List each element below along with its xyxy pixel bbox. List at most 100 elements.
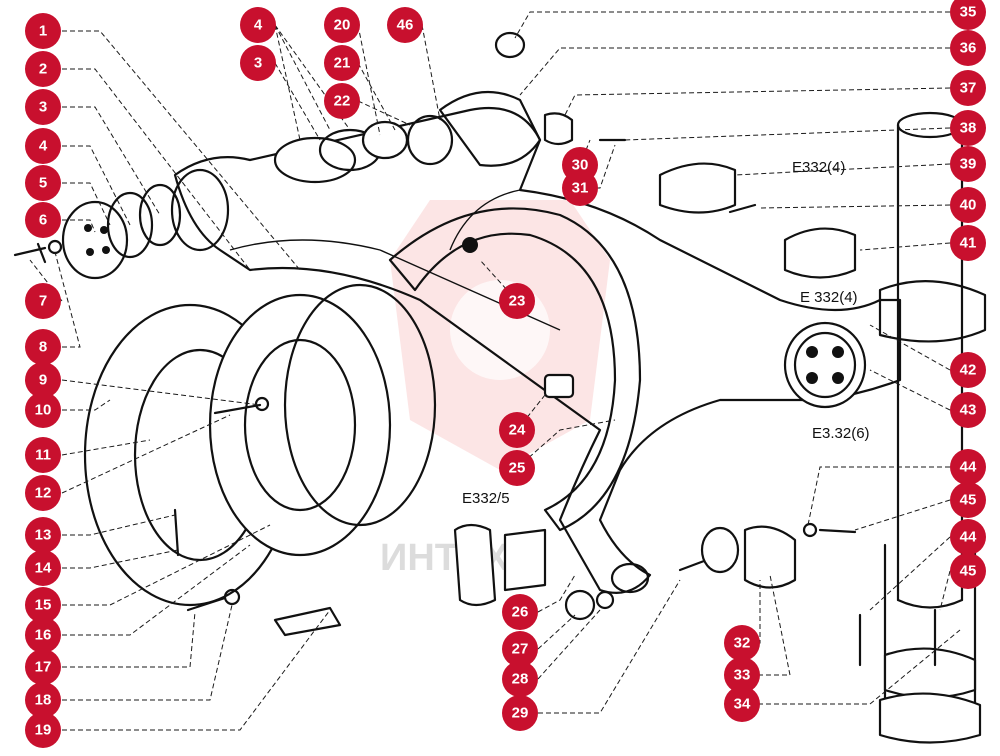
callout-6: 6 [25,202,61,238]
svg-text:14: 14 [35,560,52,577]
svg-text:27: 27 [512,641,529,658]
callout-5: 5 [25,165,61,201]
ref-code: E332(4) [792,159,845,176]
callout-38: 38 [950,110,986,146]
callout-15: 15 [25,587,61,623]
svg-text:19: 19 [35,722,52,739]
callout-36: 36 [950,30,986,66]
ref-code: E332/5 [462,490,510,507]
svg-text:37: 37 [960,80,977,97]
callout-12: 12 [25,475,61,511]
callout-33: 33 [724,657,760,693]
svg-text:38: 38 [960,120,977,137]
callout-3: 3 [25,89,61,125]
callout-39: 39 [950,146,986,182]
svg-text:35: 35 [960,4,977,21]
svg-text:28: 28 [512,671,529,688]
svg-text:23: 23 [509,293,526,310]
callout-41: 41 [950,225,986,261]
ref-code: E 332(4) [800,289,858,306]
callout-18: 18 [25,682,61,718]
svg-text:18: 18 [35,692,52,709]
svg-text:6: 6 [39,212,47,229]
svg-text:33: 33 [734,667,751,684]
svg-text:24: 24 [509,422,526,439]
callout-46: 46 [387,7,423,43]
svg-text:29: 29 [512,705,529,722]
svg-text:8: 8 [39,339,47,356]
callout-17: 17 [25,649,61,685]
svg-text:45: 45 [960,563,977,580]
svg-text:10: 10 [35,402,52,419]
callout-44: 44 [950,449,986,485]
callout-27: 27 [502,631,538,667]
callout-3-top: 3 [240,45,276,81]
small-parts [13,138,982,744]
callout-37: 37 [950,70,986,106]
svg-text:4: 4 [39,138,48,155]
svg-text:26: 26 [512,604,529,621]
svg-text:30: 30 [572,157,589,174]
svg-text:41: 41 [960,235,977,252]
callout-43: 43 [950,392,986,428]
callout-4: 4 [25,128,61,164]
callout-26: 26 [502,594,538,630]
callout-11: 11 [25,437,61,473]
svg-text:12: 12 [35,485,52,502]
callout-35: 35 [950,0,986,30]
callout-1: 1 [25,13,61,49]
brake-discs [83,207,642,607]
callout-34: 34 [724,686,760,722]
svg-text:3: 3 [39,99,47,116]
callout-14: 14 [25,550,61,586]
left-bearings [61,31,574,280]
svg-text:45: 45 [960,492,977,509]
callout-24: 24 [499,412,535,448]
callout-45: 45 [950,482,986,518]
callout-20: 20 [324,7,360,43]
svg-text:3: 3 [254,55,262,72]
callout-7: 7 [25,283,61,319]
callout-9: 9 [25,362,61,398]
ref-code: E3.32(6) [812,425,870,442]
svg-text:21: 21 [334,55,351,72]
callout-2: 2 [25,51,61,87]
svg-text:5: 5 [39,175,47,192]
svg-text:44: 44 [960,459,977,476]
callout-19: 19 [25,712,61,748]
svg-text:11: 11 [35,447,51,464]
svg-text:25: 25 [509,460,526,477]
callout-4-top: 4 [240,7,276,43]
svg-text:16: 16 [35,627,52,644]
svg-text:4: 4 [254,17,263,34]
svg-text:40: 40 [960,197,977,214]
callout-45-lower: 45 [950,553,986,589]
svg-text:36: 36 [960,40,977,57]
callout-10: 10 [25,392,61,428]
hub-flange [783,321,867,409]
svg-text:2: 2 [39,61,47,78]
svg-text:1: 1 [39,23,47,40]
callout-44-lower: 44 [950,519,986,555]
svg-text:15: 15 [35,597,52,614]
callout-23: 23 [499,283,535,319]
callout-22: 22 [324,83,360,119]
callout-42: 42 [950,352,986,388]
callout-21: 21 [324,45,360,81]
svg-text:20: 20 [334,17,351,34]
svg-text:7: 7 [39,293,47,310]
callout-32: 32 [724,625,760,661]
svg-text:22: 22 [334,93,351,110]
svg-text:32: 32 [734,635,751,652]
callout-40: 40 [950,187,986,223]
svg-text:17: 17 [35,659,52,676]
svg-text:34: 34 [734,696,751,713]
svg-text:43: 43 [960,402,977,419]
svg-text:13: 13 [35,527,52,544]
callout-13: 13 [25,517,61,553]
svg-text:42: 42 [960,362,977,379]
svg-text:9: 9 [39,372,47,389]
leader-lines [29,11,961,731]
callout-25: 25 [499,450,535,486]
